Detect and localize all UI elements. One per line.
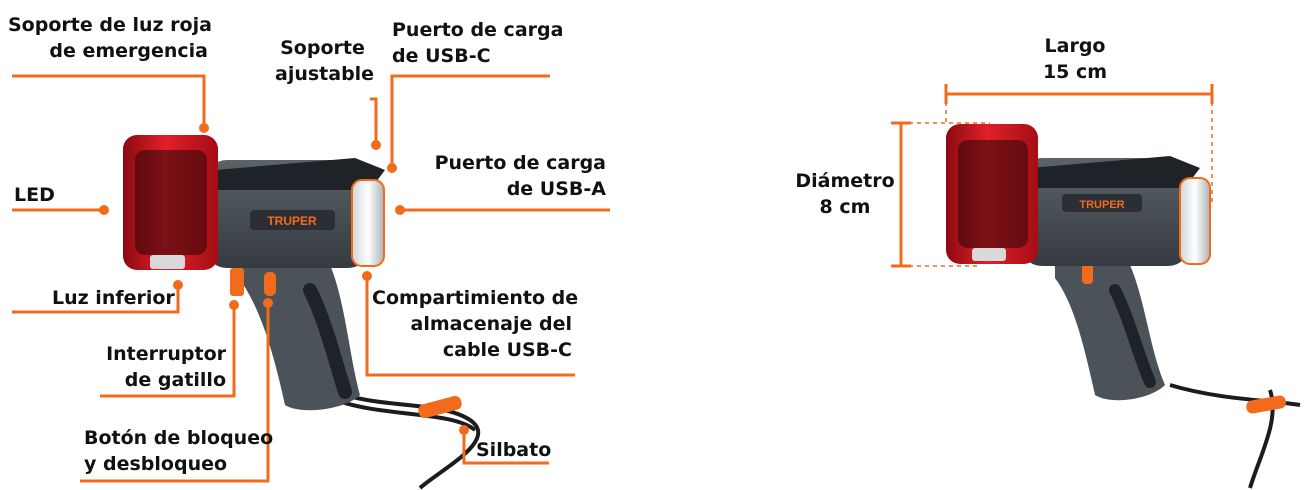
callout-usbc-port-line1: Puerto de carga bbox=[392, 19, 564, 41]
callout-bottom-light: Luz inferior bbox=[52, 285, 175, 311]
callout-stand: Soporte ajustable bbox=[275, 35, 375, 87]
flashlight-large: TRUPER bbox=[123, 135, 481, 490]
callout-usba-port-line1: Puerto de carga bbox=[434, 152, 606, 174]
callout-led-line1: LED bbox=[14, 184, 55, 206]
callout-trigger-line1: Interruptor bbox=[106, 343, 226, 365]
callout-red-light-line1: Soporte de luz roja bbox=[8, 14, 212, 36]
callout-usba-port-line2: de USB-A bbox=[506, 178, 606, 200]
callout-cable-storage: Compartimiento de almacenaje del cable U… bbox=[372, 285, 579, 363]
trigger-shape bbox=[230, 268, 244, 296]
callout-red-light-line2: de emergencia bbox=[49, 40, 208, 62]
dimension-diameter-label: Diámetro 8 cm bbox=[790, 168, 900, 220]
callout-trigger: Interruptor de gatillo bbox=[96, 341, 226, 393]
whistle-shape bbox=[418, 395, 462, 419]
callout-led: LED bbox=[14, 182, 55, 208]
callout-stand-line2: ajustable bbox=[275, 63, 375, 85]
dimension-length-value: 15 cm bbox=[1042, 61, 1108, 83]
callout-usbc-port: Puerto de carga de USB-C bbox=[392, 17, 563, 69]
callout-whistle-line1: Silbato bbox=[476, 439, 552, 461]
leader-dots bbox=[99, 123, 469, 435]
svg-text:TRUPER: TRUPER bbox=[1079, 199, 1124, 211]
lanyard bbox=[329, 388, 481, 490]
callout-lock-button-line1: Botón de bloqueo bbox=[84, 427, 274, 449]
callout-usba-port: Puerto de carga de USB-A bbox=[410, 150, 606, 202]
brand-logo: TRUPER bbox=[267, 214, 317, 228]
callout-lock-button-line2: y desbloqueo bbox=[84, 453, 228, 475]
dimension-guides bbox=[901, 94, 1213, 267]
dimension-diameter-value: 8 cm bbox=[819, 196, 871, 218]
flashlight-dimensioned: TRUPER bbox=[946, 124, 1301, 489]
callout-usbc-port-line2: de USB-C bbox=[392, 45, 491, 67]
rear-lens bbox=[351, 179, 385, 267]
dimension-length-label: Largo 15 cm bbox=[1020, 33, 1130, 85]
dimension-length-title: Largo bbox=[1044, 35, 1106, 57]
callout-bottom-light-line1: Luz inferior bbox=[52, 287, 175, 309]
callout-trigger-line2: de gatillo bbox=[124, 369, 226, 391]
callout-cable-storage-line1: Compartimiento de bbox=[372, 287, 579, 309]
callout-red-light: Soporte de luz roja de emergencia bbox=[8, 12, 212, 64]
dimension-diameter-title: Diámetro bbox=[795, 170, 895, 192]
callout-cable-storage-line2: almacenaje del bbox=[410, 313, 572, 335]
callout-cable-storage-line3: cable USB-C bbox=[442, 339, 572, 361]
callout-stand-line1: Soporte bbox=[280, 37, 365, 59]
leader-lines bbox=[12, 74, 610, 483]
callout-lock-button: Botón de bloqueo y desbloqueo bbox=[84, 425, 273, 477]
callout-whistle: Silbato bbox=[476, 437, 551, 463]
